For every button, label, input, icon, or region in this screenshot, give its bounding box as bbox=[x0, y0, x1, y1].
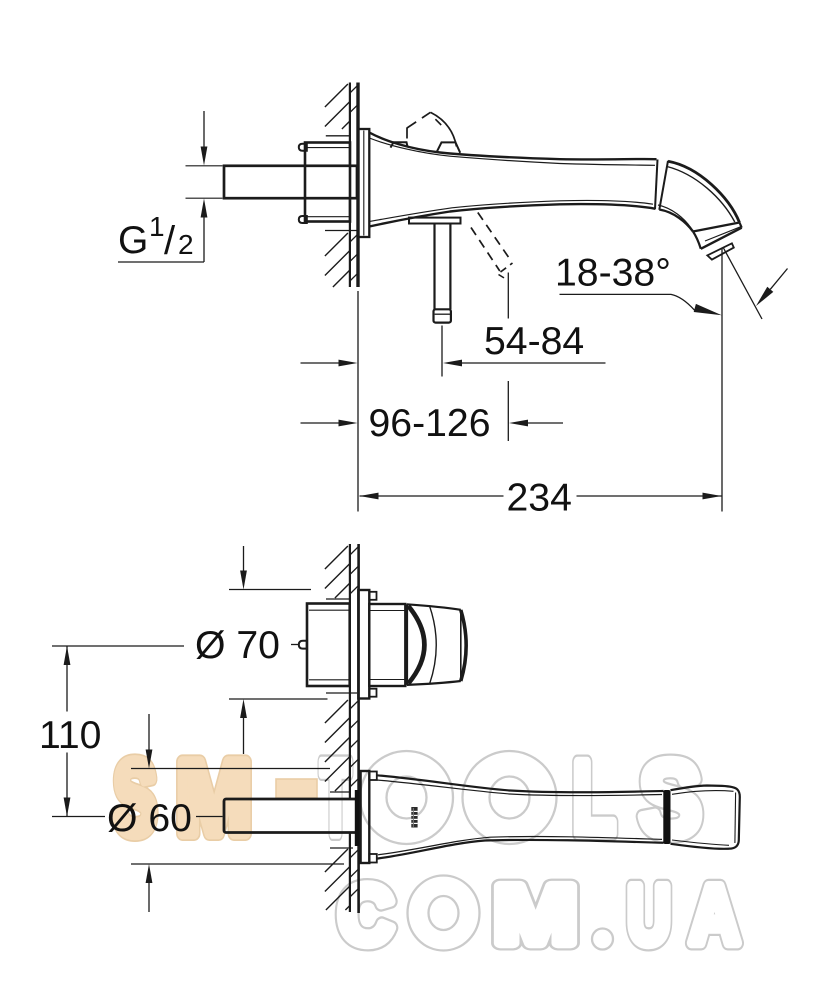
svg-text:M: M bbox=[494, 869, 578, 961]
svg-text:/: / bbox=[164, 219, 176, 263]
svg-text:1: 1 bbox=[149, 211, 165, 242]
svg-text:C: C bbox=[339, 869, 394, 961]
svg-text:Ø 70: Ø 70 bbox=[195, 624, 280, 667]
svg-text:110: 110 bbox=[39, 714, 101, 757]
svg-text:96-126: 96-126 bbox=[369, 402, 491, 445]
svg-text:A: A bbox=[690, 869, 740, 961]
svg-text:M: M bbox=[494, 869, 578, 961]
svg-text:54-84: 54-84 bbox=[484, 320, 584, 363]
svg-text:234: 234 bbox=[507, 477, 572, 520]
svg-text:C: C bbox=[339, 869, 394, 961]
svg-text:L: L bbox=[573, 741, 616, 857]
svg-text:2: 2 bbox=[178, 229, 194, 260]
svg-text:U: U bbox=[628, 869, 671, 961]
svg-text:G: G bbox=[118, 219, 148, 262]
svg-text:18-38°: 18-38° bbox=[555, 252, 671, 295]
svg-text:A: A bbox=[690, 869, 740, 961]
svg-text:Ø 60: Ø 60 bbox=[107, 797, 192, 840]
svg-text:U: U bbox=[628, 869, 671, 961]
